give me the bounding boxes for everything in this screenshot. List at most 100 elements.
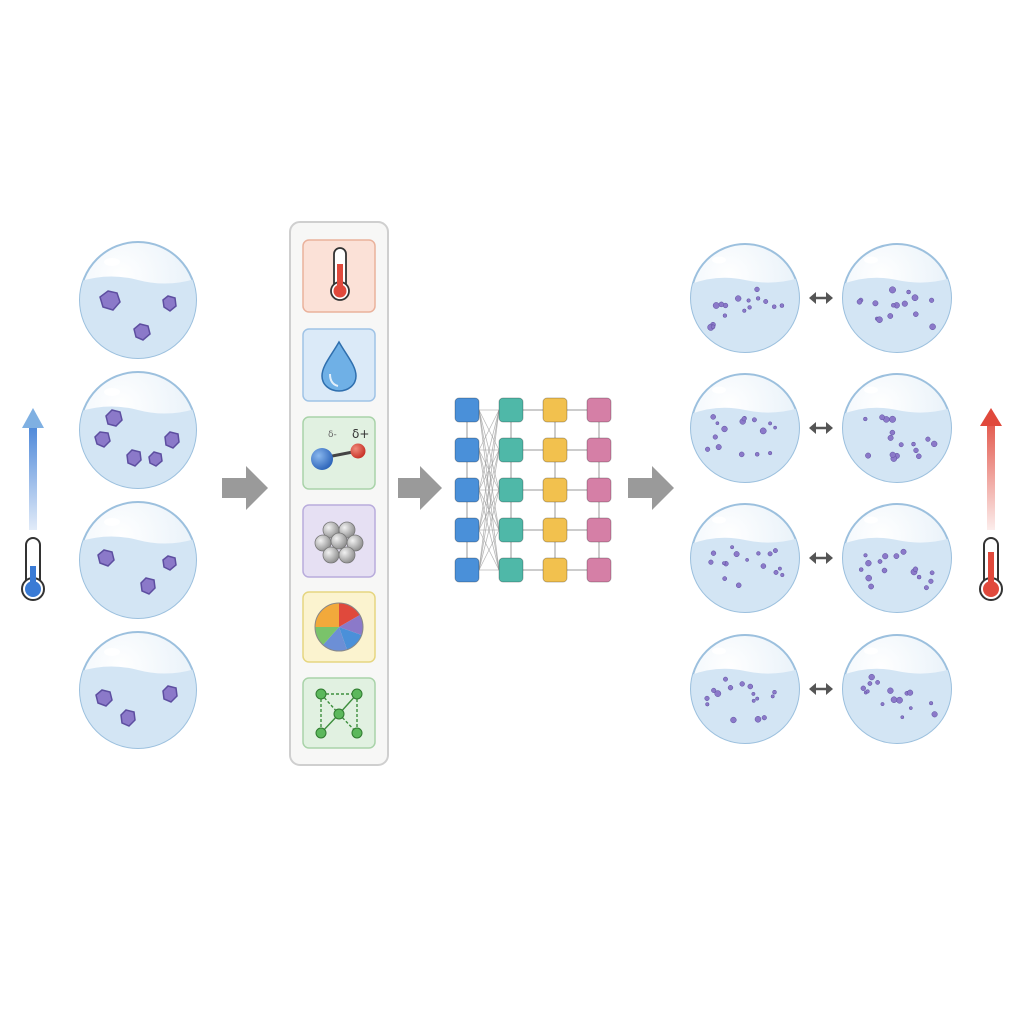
crystal-icon	[97, 549, 115, 567]
dissolved-particle	[755, 296, 761, 301]
double-arrow-icon	[809, 422, 833, 434]
network-edge	[478, 409, 500, 491]
cold-arrow-head	[22, 408, 44, 428]
dissolved-particle	[759, 427, 767, 435]
dissolved-particle	[891, 303, 896, 308]
network-node	[586, 437, 612, 463]
dissolved-particle	[865, 574, 872, 582]
dissolved-particle	[916, 453, 922, 460]
dissolved-particle	[929, 570, 935, 576]
dissolved-particle	[718, 301, 725, 308]
feature-composition	[302, 591, 376, 663]
dissolved-solution-bubble	[842, 634, 952, 744]
network-node	[498, 397, 524, 423]
dissolved-particle	[913, 311, 919, 317]
cold-temperature-indicator	[21, 408, 45, 601]
flow-arrow-icon	[628, 466, 674, 510]
crystal-icon	[162, 295, 177, 312]
dissolved-particle	[868, 583, 874, 590]
network-edge	[478, 489, 500, 571]
dissolved-particle	[710, 550, 717, 556]
dissolved-particle	[931, 711, 938, 718]
dissolved-particle	[761, 715, 767, 721]
dissolved-particle	[868, 673, 875, 681]
dissolved-particle	[715, 421, 720, 426]
flow-arrow-icon	[398, 466, 442, 510]
network-node	[498, 477, 524, 503]
dissolved-particle	[733, 551, 740, 558]
dissolved-particle	[708, 559, 714, 565]
network-node	[542, 397, 568, 423]
dissolved-particle	[911, 294, 919, 302]
dissolved-particle	[705, 702, 710, 707]
dissolved-particle	[705, 446, 711, 452]
dissolved-particle	[890, 696, 898, 703]
atom-cluster-icon	[314, 521, 364, 564]
dissolved-particle	[879, 414, 885, 421]
dissolved-particle	[741, 416, 747, 422]
dissolved-particle	[931, 440, 938, 448]
network-node	[454, 557, 480, 583]
dissolved-particle	[887, 687, 894, 694]
network-node	[542, 437, 568, 463]
dissolved-particle	[889, 286, 896, 294]
dissolved-particle	[907, 689, 914, 696]
dissolved-solution-bubble	[842, 243, 952, 353]
network-edge	[478, 529, 500, 571]
dissolved-particle	[865, 560, 872, 567]
network-node	[498, 437, 524, 463]
dissolved-particle	[863, 553, 868, 558]
crystal-icon	[120, 709, 136, 727]
crystal-icon	[95, 689, 113, 707]
dissolved-particle	[746, 298, 751, 303]
dissolved-particle	[751, 417, 757, 423]
dissolved-particle	[889, 429, 896, 436]
low-temperature-crystal-solutions	[79, 241, 197, 749]
dissolved-particle	[865, 452, 872, 459]
dissolved-particle	[771, 304, 777, 309]
hot-arrow-head	[980, 408, 1002, 426]
crystal-icon	[99, 290, 121, 311]
network-node	[586, 477, 612, 503]
crystal-icon	[162, 555, 177, 571]
high-temperature-dissolved-solutions	[690, 243, 952, 744]
dissolved-particle	[867, 681, 873, 686]
hot-temperature-indicator	[979, 408, 1003, 601]
dissolved-particle	[751, 691, 756, 696]
dissolved-particle	[772, 548, 778, 554]
dissolved-particle	[865, 689, 870, 694]
feature-polarity	[302, 416, 376, 490]
network-node	[586, 517, 612, 543]
dissolved-particle	[710, 414, 716, 420]
dissolved-particle	[898, 442, 904, 448]
dissolved-particle	[730, 716, 737, 724]
dissolved-particle	[722, 576, 728, 581]
double-arrow-icon	[809, 683, 833, 695]
dissolved-solution-bubble	[690, 243, 800, 353]
dissolved-particle	[906, 289, 911, 295]
crystal-icon	[133, 323, 151, 341]
dissolved-particle	[929, 297, 935, 303]
dissolved-particle	[880, 702, 885, 707]
dissolved-particle	[881, 567, 888, 574]
network-node	[542, 557, 568, 583]
pie-chart-icon	[314, 602, 364, 652]
dissolved-particle	[754, 716, 762, 723]
dissolved-particle	[872, 300, 879, 307]
dissolved-particle	[773, 425, 777, 430]
dissolved-particle	[856, 299, 863, 305]
dissolved-particle	[900, 548, 907, 555]
dissolved-particle	[893, 553, 900, 559]
feature-temperature	[302, 239, 376, 313]
network-node	[454, 437, 480, 463]
dissolved-solution-bubble	[690, 634, 800, 744]
dissolved-particle	[770, 694, 775, 699]
dissolved-solution-bubble	[842, 503, 952, 613]
dipole-molecule-icon	[311, 443, 366, 470]
hot-arrow-shaft	[987, 424, 995, 530]
dissolved-solution-bubble	[690, 373, 800, 483]
dissolved-particle	[779, 303, 785, 308]
double-arrow-icon	[809, 292, 833, 304]
dissolved-particle	[747, 305, 752, 310]
